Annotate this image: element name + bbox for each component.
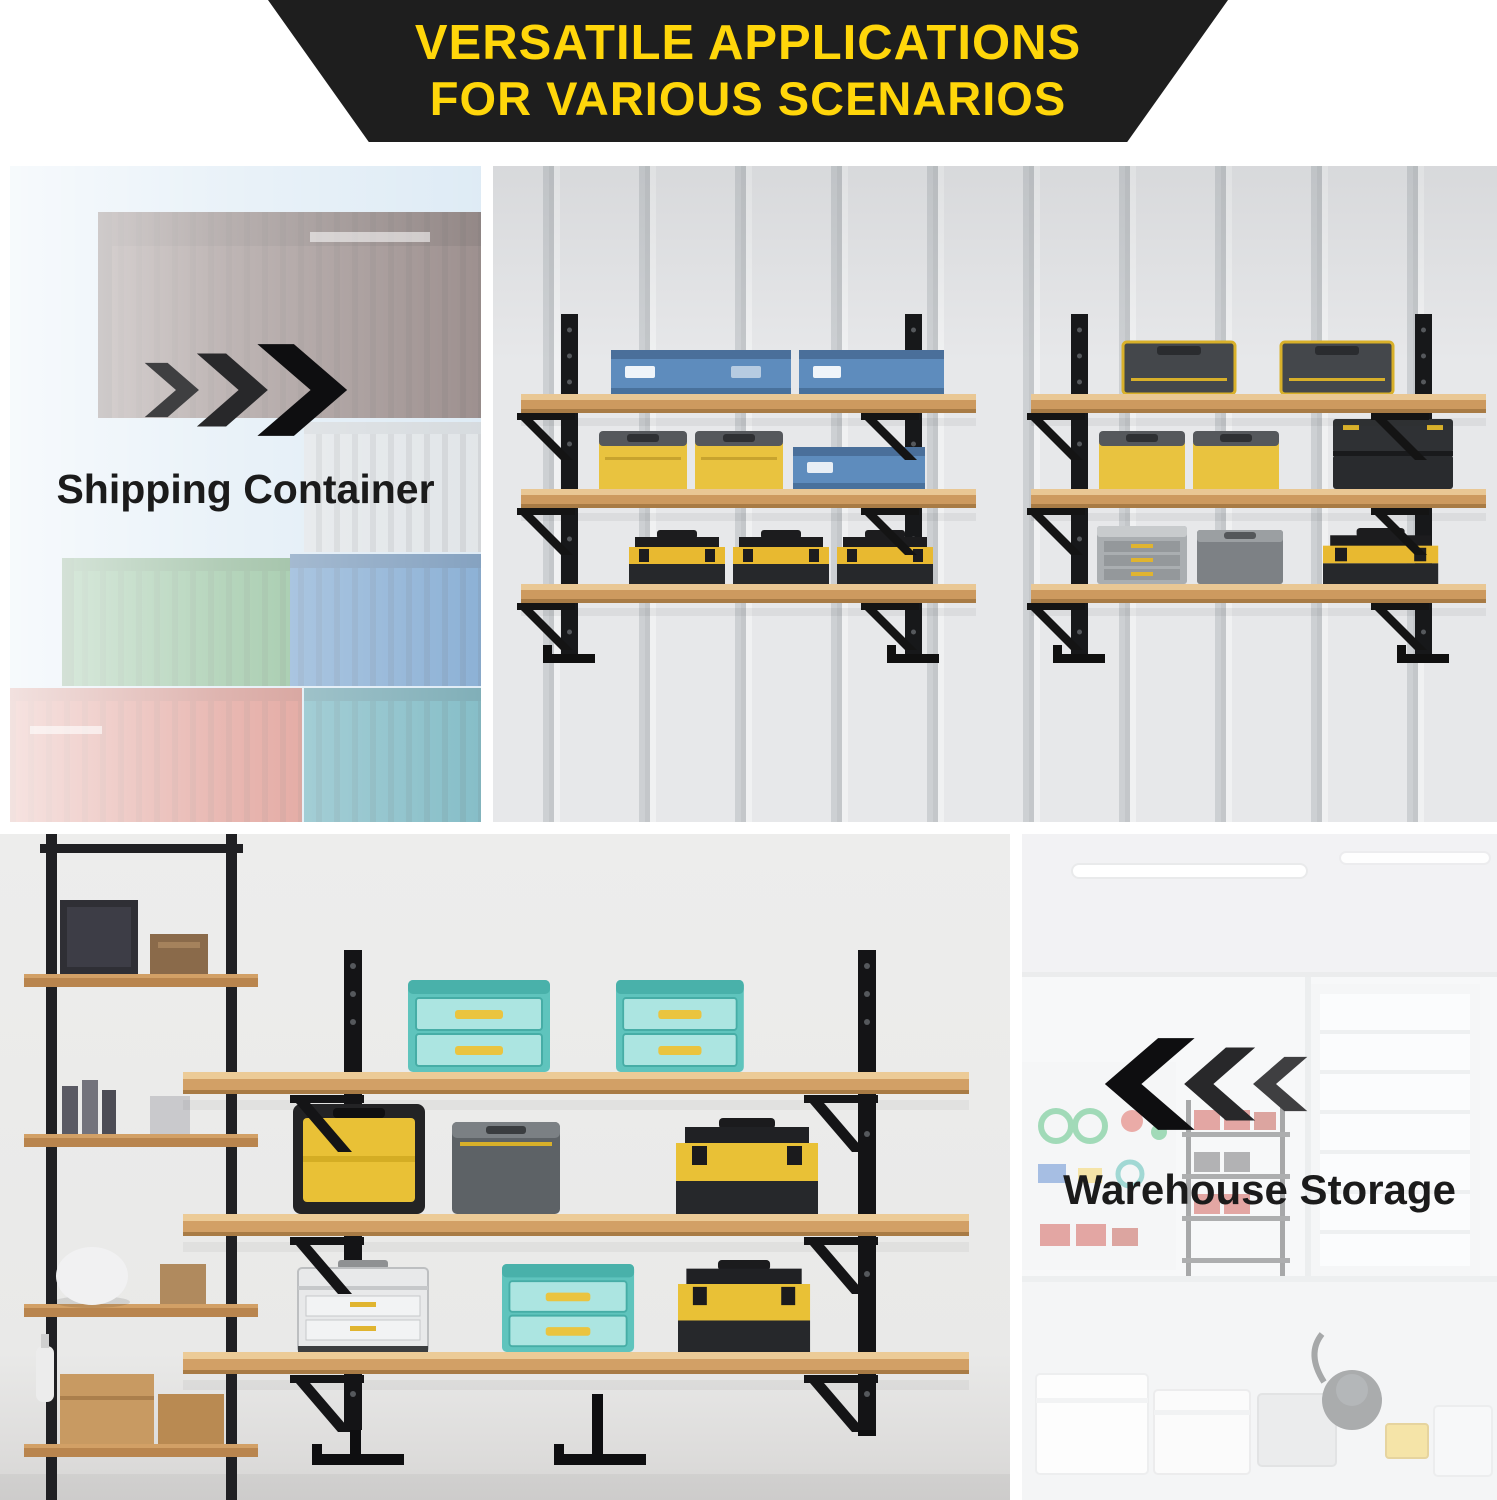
blue-crate [793, 447, 925, 489]
shipping-containers-photo [10, 166, 481, 822]
gray-case [452, 1122, 560, 1214]
white-fade-overlay [1022, 834, 1497, 1500]
toolboxes [289, 979, 821, 1362]
room-shelves-photo [0, 834, 1010, 1500]
shipping-container-label: Shipping Container [56, 466, 435, 512]
yellow-black-toolbox [733, 530, 829, 584]
yellow-hard-case [695, 431, 783, 489]
white-toolbox [297, 1260, 429, 1353]
warehouse-storage-label: Warehouse Storage [1063, 1166, 1456, 1213]
dark-case-yellow-trim [1279, 340, 1395, 396]
white-fade-overlay [10, 166, 481, 822]
warehouse-storage-panel: Warehouse Storage [1022, 834, 1497, 1500]
helmet [56, 1247, 128, 1305]
yellow-black-toolbox [676, 1118, 818, 1214]
room-wall-shelves-panel [0, 834, 1010, 1500]
bottle [36, 1346, 54, 1402]
triple-chevron-right-icon [132, 342, 364, 443]
teal-drawer-case [407, 979, 551, 1073]
warehouse-photo [1022, 834, 1497, 1500]
toolboxes-right-unit [1094, 340, 1457, 591]
shipping-container-panel: Shipping Container [10, 166, 481, 822]
yellow-black-toolbox [837, 530, 933, 584]
yellow-black-toolbox [1323, 528, 1439, 585]
banner-title-line2: FOR VARIOUS SCENARIOS [429, 72, 1067, 126]
toolboxes-left-unit [595, 350, 944, 591]
blue-crate [611, 350, 791, 394]
dark-case-yellow-trim [1121, 340, 1237, 396]
yellow-black-toolbox [678, 1260, 811, 1353]
yellow-hard-case [1193, 431, 1279, 489]
bracket-feet [312, 1394, 876, 1465]
teal-drawer-case [501, 1263, 636, 1353]
garage-shelves-photo [517, 314, 1486, 663]
teal-drawer-case [615, 979, 745, 1073]
yellow-black-toolbox [629, 530, 725, 584]
header-banner: VERSATILE APPLICATIONS FOR VARIOUS SCENA… [268, 0, 1228, 142]
gray-drawer-unit [1097, 526, 1187, 584]
yellow-hard-case [1099, 431, 1185, 489]
side-shelving-unit [24, 834, 258, 1500]
triple-chevron-left-icon [1088, 1036, 1320, 1137]
yellow-hard-case [599, 431, 687, 489]
garage-wall-shelves-panel [493, 166, 1497, 822]
blue-crate [799, 350, 944, 394]
wood-shelves [183, 1072, 969, 1432]
banner-title-line1: VERSATILE APPLICATIONS [414, 16, 1082, 71]
gray-case [1197, 530, 1283, 584]
